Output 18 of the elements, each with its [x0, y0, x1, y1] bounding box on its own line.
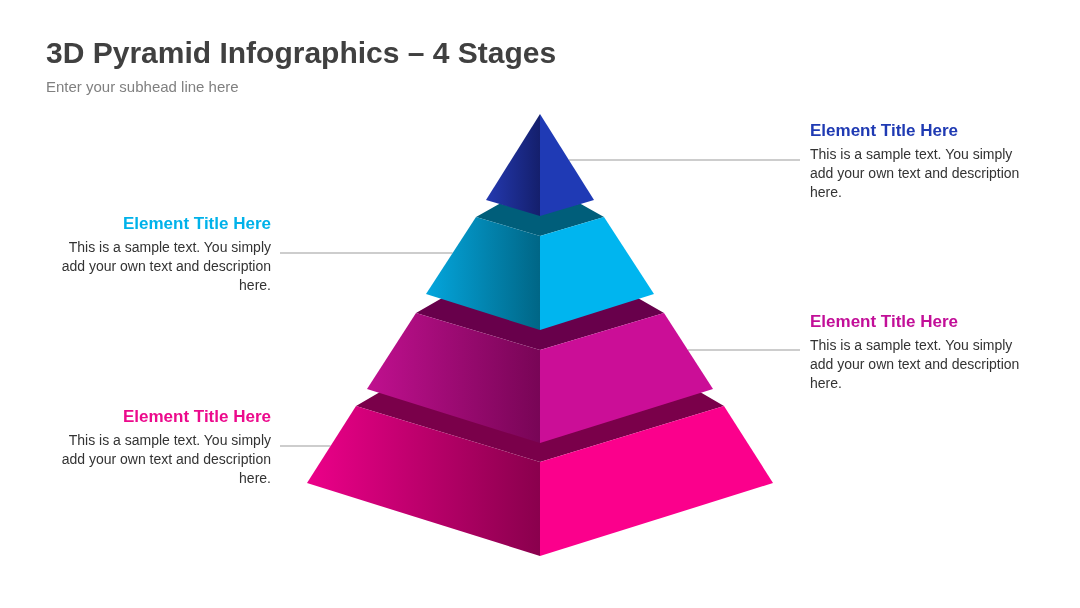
- subtitle: Enter your subhead line here: [46, 77, 239, 97]
- pyramid-tier: [367, 297, 713, 443]
- description-text: This is a sample text. You simply add your own text and description here.: [810, 145, 1021, 202]
- element-title: Element Title Here: [810, 311, 960, 333]
- description-text: This is a sample text. You simply add your own text and description here.: [810, 336, 1021, 393]
- leader-line: [279, 445, 332, 447]
- leader-line: [279, 252, 454, 254]
- slide-title: 3D Pyramid Infographics – 4 Stages: [46, 35, 557, 71]
- pyramid-tier: [486, 114, 594, 216]
- element-title: Element Title Here: [121, 406, 271, 428]
- pyramid-tier: [307, 392, 773, 556]
- leader-line: [568, 159, 801, 161]
- element-title: Element Title Here: [810, 120, 960, 142]
- leader-line: [687, 349, 801, 351]
- pyramid-tier: [426, 202, 654, 330]
- description-text: This is a sample text. You simply add your own text and description here.: [60, 431, 271, 488]
- description-text: This is a sample text. You simply add your own text and description here.: [60, 238, 271, 295]
- element-title: Element Title Here: [121, 213, 271, 235]
